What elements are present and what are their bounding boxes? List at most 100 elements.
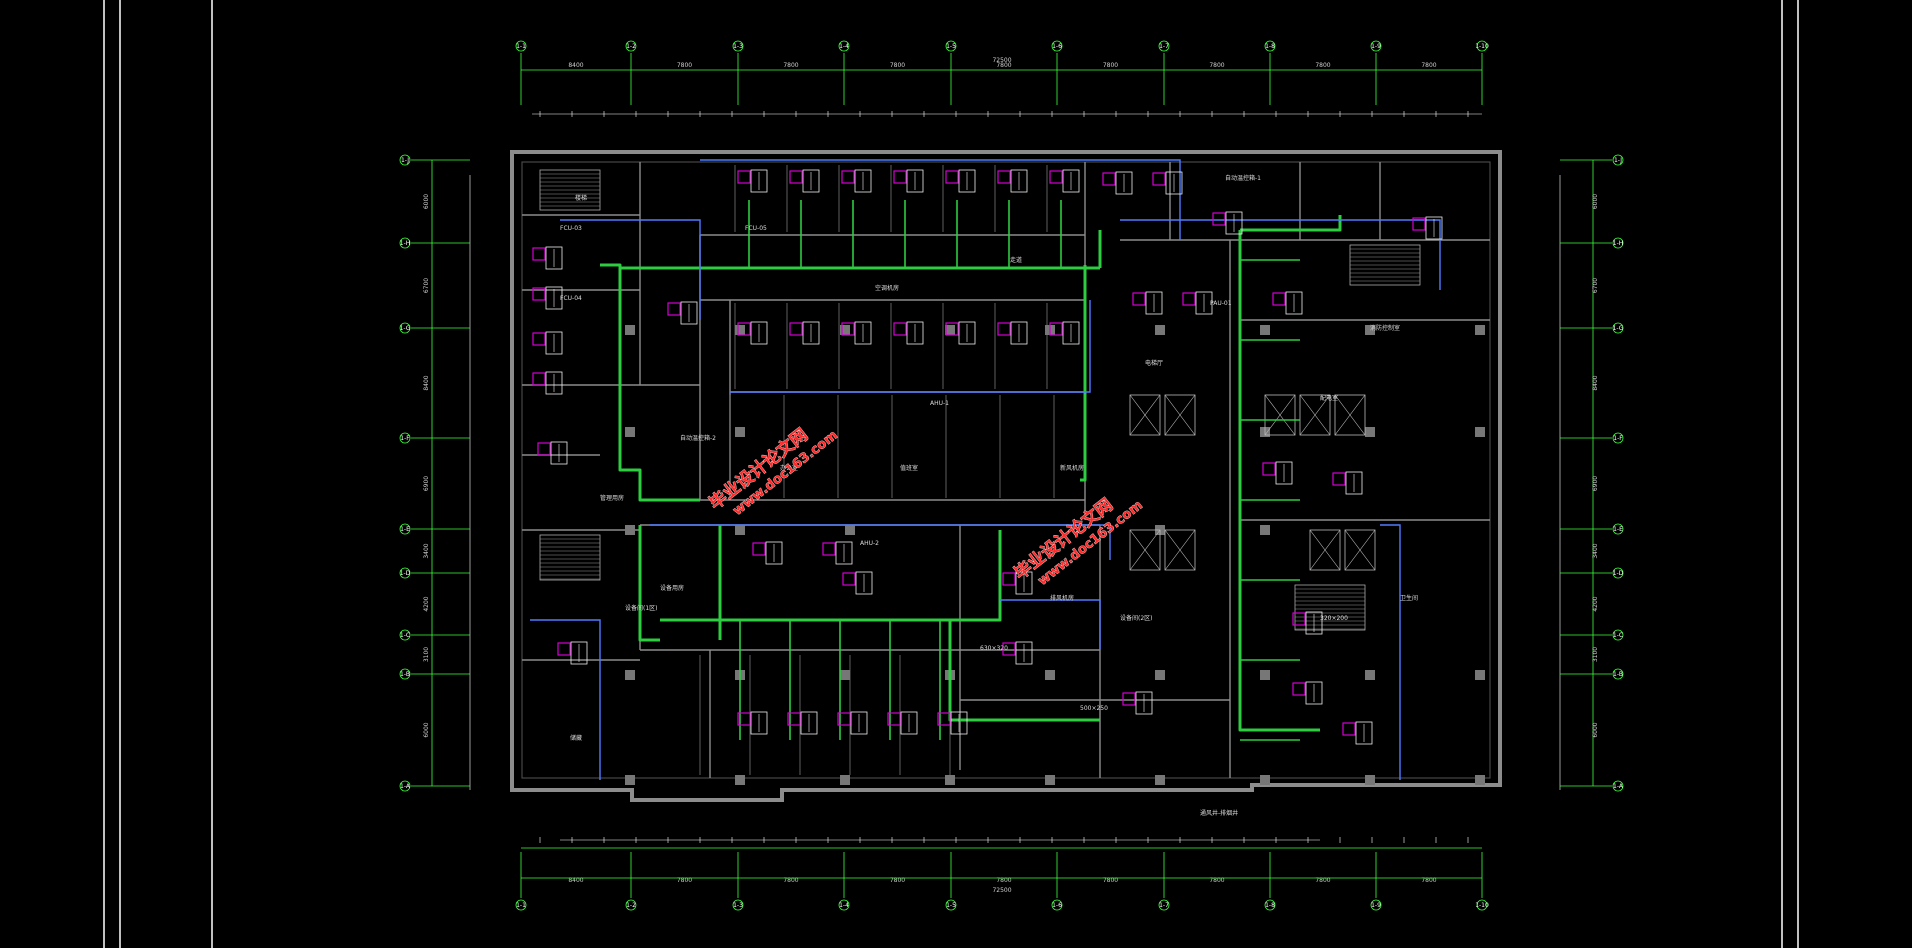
grid-col-label: 1-10 <box>1475 43 1489 50</box>
room-label: 配电室 <box>1320 394 1338 402</box>
fan-coil-unit <box>1002 642 1016 656</box>
grid-bubble <box>1612 567 1624 579</box>
unit-body <box>1010 169 1028 193</box>
unit-body <box>958 169 976 193</box>
fan-coil-unit <box>667 302 681 316</box>
grid-col-label: 1-2 <box>626 43 636 50</box>
grid-row-label: 1-F <box>400 435 410 442</box>
row-dimension: 6000 <box>423 722 430 737</box>
grid-bubble <box>399 629 411 641</box>
grid-bubble <box>945 899 957 911</box>
fan-coil-unit <box>532 372 546 386</box>
unit-body <box>950 711 968 735</box>
grid-col-label: 1-1 <box>516 43 526 50</box>
structural-column <box>1260 325 1270 335</box>
fan-coil-unit <box>841 322 855 336</box>
duct-tag: AHU-1 <box>930 400 949 407</box>
grid-col-label: 1-7 <box>1159 902 1169 909</box>
grid-bubble <box>515 899 527 911</box>
bay-dimension-top: 7800 <box>1103 62 1118 69</box>
duct-tag: 500×250 <box>1080 705 1108 712</box>
room-label: 空调机房 <box>875 284 899 292</box>
bay-dimension-bottom: 7800 <box>1421 877 1436 884</box>
unit-body <box>1305 681 1323 705</box>
fan-coil-unit <box>1292 682 1306 696</box>
supply-duct <box>660 530 1002 622</box>
unit-body <box>906 321 924 345</box>
return-duct <box>730 300 1091 393</box>
stair <box>1294 584 1366 631</box>
room-label: 卫生间 <box>1400 594 1418 602</box>
structural-column <box>1475 670 1485 680</box>
fan-coil-unit <box>1292 612 1306 626</box>
sheet-border <box>103 0 1799 948</box>
elevator-x <box>1129 529 1161 571</box>
bay-dimension-top: 7800 <box>1315 62 1330 69</box>
bay-dimension-bottom: 7800 <box>677 877 692 884</box>
fan-coil-unit <box>837 712 851 726</box>
unit-body <box>1195 291 1213 315</box>
structural-column <box>840 325 850 335</box>
grid-row-label: 1-E <box>1613 526 1623 533</box>
grid-col-label: 1-5 <box>946 902 956 909</box>
supply-duct <box>1080 265 1087 482</box>
unit-body <box>1062 321 1080 345</box>
unit-body <box>750 321 768 345</box>
unit-body <box>1135 691 1153 715</box>
structural-column <box>945 325 955 335</box>
structural-column <box>625 775 635 785</box>
stair <box>539 534 601 581</box>
elevator-shaft <box>1164 394 1196 436</box>
row-dimension: 8400 <box>1592 375 1599 390</box>
grid-bubble <box>1051 40 1063 52</box>
duct-tag: FCU-05 <box>745 225 767 232</box>
callout-label: 通风井-排烟井 <box>1200 809 1238 817</box>
unit-body <box>570 641 588 665</box>
structural-column <box>1365 670 1375 680</box>
grid-col-label: 1-6 <box>1052 43 1062 50</box>
unit-body <box>1425 216 1443 240</box>
row-dimension: 3100 <box>423 647 430 662</box>
supply-duct <box>1238 230 1320 732</box>
structural-column <box>735 775 745 785</box>
unit-body <box>545 331 563 355</box>
grid-col-label: 1-4 <box>839 902 849 909</box>
bay-dimension-bottom: 8400 <box>568 877 583 884</box>
grid-col-label: 1-6 <box>1052 902 1062 909</box>
building-plan: 楼梯走道空调机房新风机房电梯厅配电室设备用房排风机房储藏卫生间办公室值班室消防控… <box>510 150 1502 817</box>
grid-bubble <box>399 668 411 680</box>
row-dimension: 6900 <box>423 476 430 491</box>
room-label: 排风机房 <box>1050 594 1074 602</box>
row-dimension: 6700 <box>423 278 430 293</box>
grid-col-label: 1-3 <box>733 43 743 50</box>
structural-column <box>845 525 855 535</box>
elevator-shaft <box>1334 394 1366 436</box>
fan-coil-unit <box>737 322 751 336</box>
structural-column <box>1260 525 1270 535</box>
fan-coil-unit <box>1342 722 1356 736</box>
fan-coil-unit <box>937 712 951 726</box>
elevator-shaft <box>1164 529 1196 571</box>
grid-row-label: 1-B <box>1613 671 1623 678</box>
fan-coil-unit <box>945 170 959 184</box>
structural-column <box>1475 427 1485 437</box>
unit-body <box>855 571 873 595</box>
grid-bubble <box>515 40 527 52</box>
fan-coil-unit <box>997 170 1011 184</box>
fan-coil-unit <box>787 712 801 726</box>
unit-body <box>1355 721 1373 745</box>
room-label: 储藏 <box>570 734 582 742</box>
room-label: 设备用房 <box>660 584 684 592</box>
unit-body <box>550 441 568 465</box>
structural-column <box>1475 775 1485 785</box>
grid-col-label: 1-8 <box>1265 43 1275 50</box>
fan-coil-unit <box>945 322 959 336</box>
grid-bubble <box>1370 899 1382 911</box>
row-dimension: 4200 <box>423 596 430 611</box>
elevator-shaft <box>1309 529 1341 571</box>
elevator-x <box>1129 394 1161 436</box>
unit-body <box>802 321 820 345</box>
room-label: 管理用房 <box>600 494 624 502</box>
grid-col-label: 1-7 <box>1159 43 1169 50</box>
grid-row-label: 1-C <box>400 632 410 639</box>
